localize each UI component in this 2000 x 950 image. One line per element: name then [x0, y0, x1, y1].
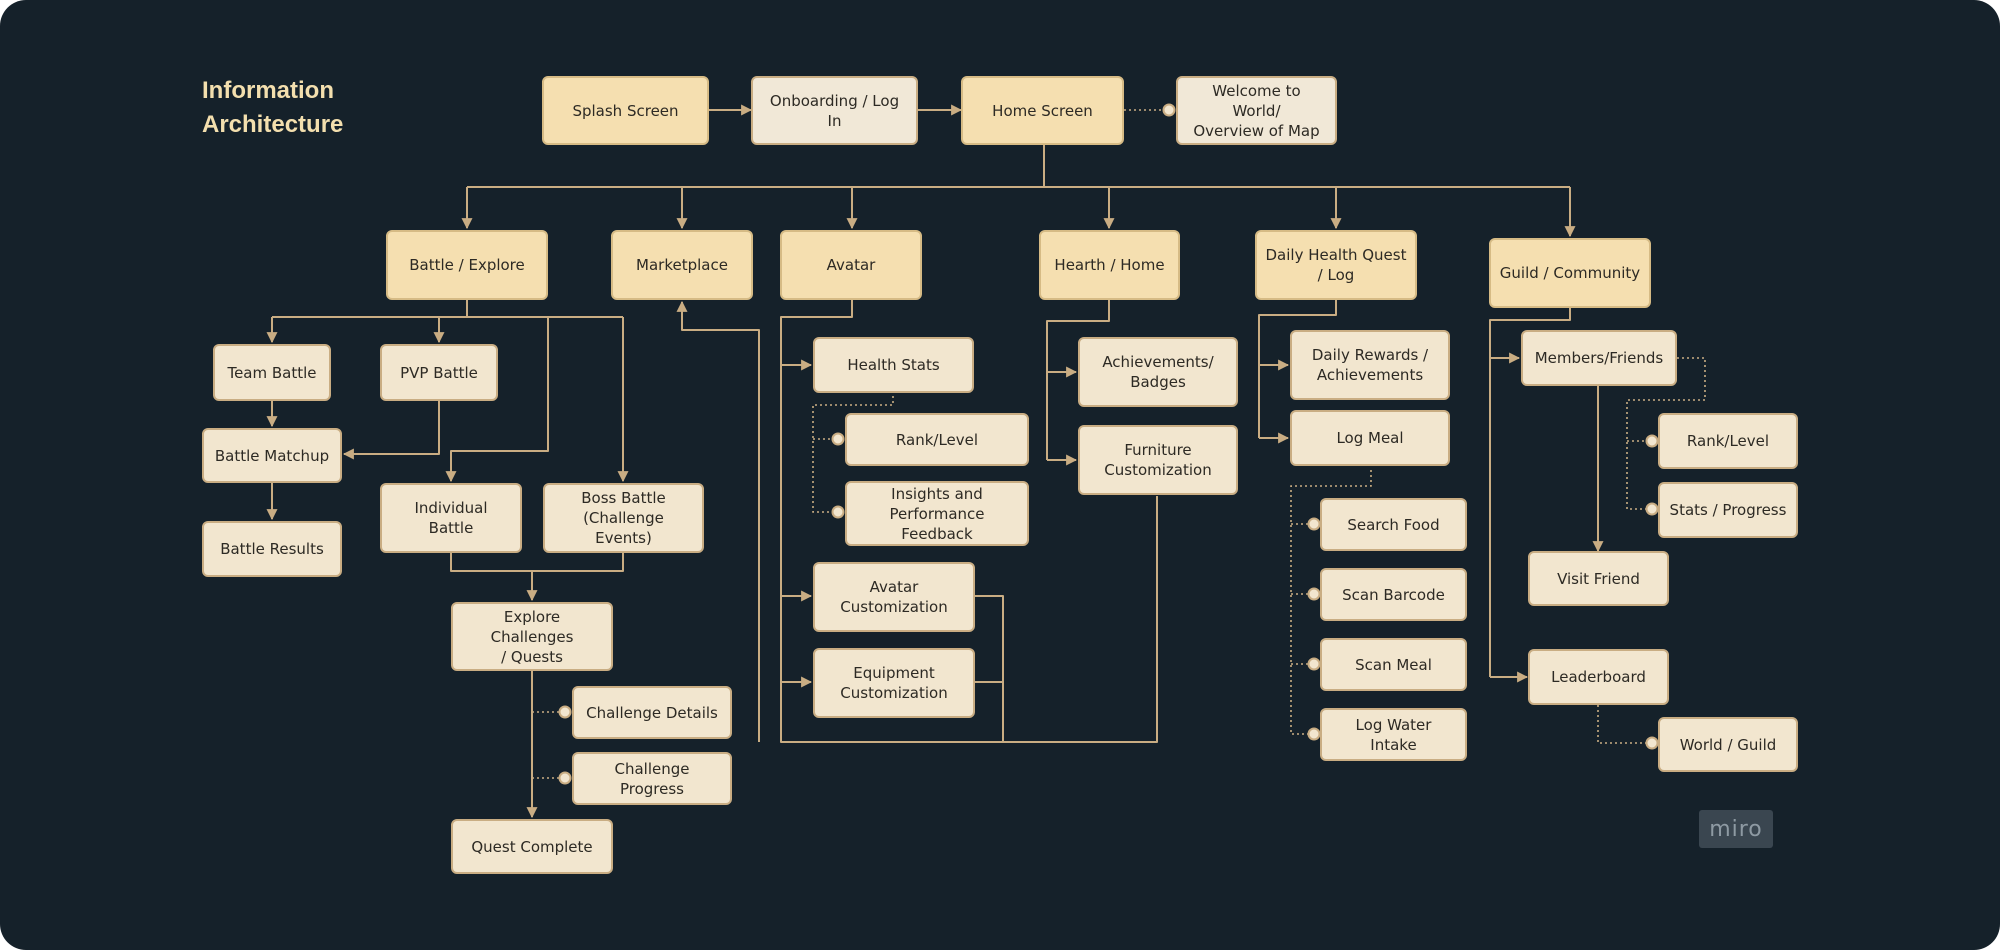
connector-pvp-matchup [342, 401, 440, 460]
node-visit-friend[interactable]: Visit Friend [1528, 551, 1669, 606]
connector-to-individual [445, 317, 549, 483]
node-pvp-battle[interactable]: PVP Battle [380, 344, 498, 401]
connector-dot [1162, 103, 1176, 117]
connector-battle-bus [272, 300, 623, 318]
connector-quest-trunk [1258, 300, 1337, 438]
node-battle-results[interactable]: Battle Results [202, 521, 342, 577]
node-splash-screen[interactable]: Splash Screen [542, 76, 709, 145]
connector-guild-trunk [1489, 308, 1571, 677]
connector-boss-explore [532, 553, 624, 572]
connector-dot [558, 705, 572, 719]
node-daily-health-quest[interactable]: Daily Health Quest / Log [1255, 230, 1417, 300]
connector-hearth-trunk [1046, 300, 1110, 460]
node-challenge-progress[interactable]: Challenge Progress [572, 752, 732, 805]
node-battle-matchup[interactable]: Battle Matchup [202, 428, 342, 483]
dotted-leaderboard-world [1597, 705, 1648, 744]
node-welcome[interactable]: Welcome to World/ Overview of Map [1176, 76, 1337, 145]
node-health-stats[interactable]: Health Stats [813, 337, 974, 393]
node-boss-battle[interactable]: Boss Battle (Challenge Events) [543, 483, 704, 553]
node-guild-community[interactable]: Guild / Community [1489, 238, 1651, 308]
node-world-guild[interactable]: World / Guild [1658, 717, 1798, 772]
diagram-title-line-1: Information [202, 77, 334, 104]
node-home-screen[interactable]: Home Screen [961, 76, 1124, 145]
dotted-meal-subitems [1290, 470, 1372, 735]
node-rank-level-avatar[interactable]: Rank/Level [845, 413, 1029, 466]
node-furniture-customization[interactable]: Furniture Customization [1078, 425, 1238, 495]
diagram-title: Information Architecture [202, 74, 343, 142]
node-individual-battle[interactable]: Individual Battle [380, 483, 522, 553]
connector-dot [1645, 434, 1659, 448]
connector-dot [1645, 502, 1659, 516]
connector-avatar-trunk [780, 300, 1158, 743]
connector-dot [1307, 517, 1321, 531]
node-insights[interactable]: Insights and Performance Feedback [845, 481, 1029, 546]
connector-to-marketplace-return [676, 300, 760, 742]
node-explore-challenges[interactable]: Explore Challenges / Quests [451, 602, 613, 671]
node-daily-rewards[interactable]: Daily Rewards / Achievements [1290, 330, 1450, 400]
dotted-health-subitems [812, 396, 894, 513]
node-scan-meal[interactable]: Scan Meal [1320, 638, 1467, 691]
connector-dot [831, 432, 845, 446]
dotted-members-subitems [1626, 357, 1706, 510]
node-stats-progress[interactable]: Stats / Progress [1658, 482, 1798, 538]
connector-dot [558, 771, 572, 785]
diagram-title-line-2: Architecture [202, 111, 344, 138]
node-leaderboard[interactable]: Leaderboard [1528, 649, 1669, 705]
node-avatar[interactable]: Avatar [780, 230, 922, 300]
connector-dot [1307, 727, 1321, 741]
node-challenge-details[interactable]: Challenge Details [572, 686, 732, 739]
node-marketplace[interactable]: Marketplace [611, 230, 753, 300]
connector-dot [1307, 587, 1321, 601]
node-onboarding[interactable]: Onboarding / Log In [751, 76, 918, 145]
node-achievements-badges[interactable]: Achievements/ Badges [1078, 337, 1238, 407]
connector-dot [1645, 736, 1659, 750]
connector-individual-explore [450, 553, 538, 602]
node-rank-level-guild[interactable]: Rank/Level [1658, 413, 1798, 469]
node-log-meal[interactable]: Log Meal [1290, 410, 1450, 466]
node-equipment-customization[interactable]: Equipment Customization [813, 648, 975, 718]
node-members-friends[interactable]: Members/Friends [1521, 330, 1677, 386]
node-team-battle[interactable]: Team Battle [213, 344, 331, 401]
node-scan-barcode[interactable]: Scan Barcode [1320, 568, 1467, 621]
node-quest-complete[interactable]: Quest Complete [451, 819, 613, 874]
connector-dot [831, 505, 845, 519]
miro-logo: miro [1699, 810, 1773, 848]
connector-avatar-custom-loop [975, 595, 1004, 742]
connector-dot [1307, 657, 1321, 671]
node-avatar-customization[interactable]: Avatar Customization [813, 562, 975, 632]
node-log-water-intake[interactable]: Log Water Intake [1320, 708, 1467, 761]
node-battle-explore[interactable]: Battle / Explore [386, 230, 548, 300]
node-search-food[interactable]: Search Food [1320, 498, 1467, 551]
node-hearth-home[interactable]: Hearth / Home [1039, 230, 1180, 300]
